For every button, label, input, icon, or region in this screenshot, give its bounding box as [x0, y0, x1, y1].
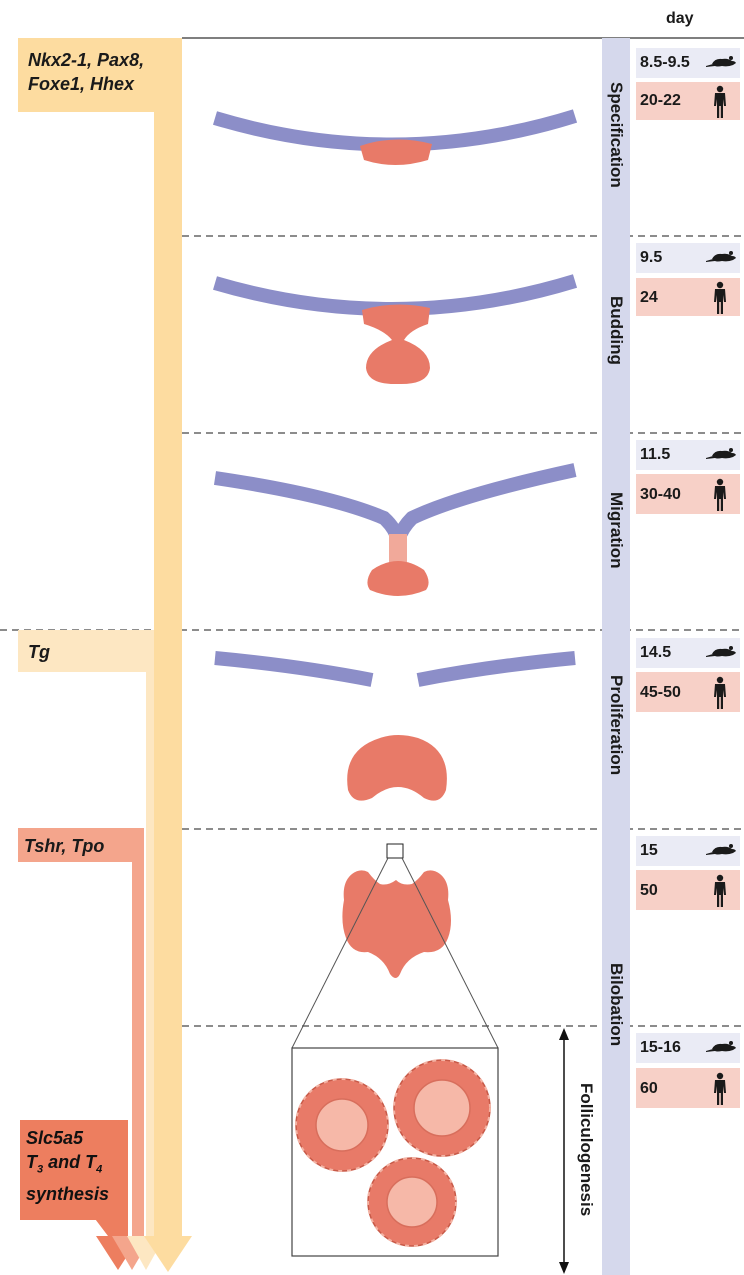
gene-label-2: Tg [28, 640, 50, 664]
mouse-day: 15 [640, 841, 658, 861]
human-day: 20-22 [640, 91, 681, 111]
mouse-day: 14.5 [640, 643, 671, 663]
gene-label-4: Slc5a5 T3 and T4 synthesis [26, 1126, 109, 1206]
human-day: 45-50 [640, 683, 681, 703]
mouse-day: 9.5 [640, 248, 662, 268]
human-day: 30-40 [640, 485, 681, 505]
follicle-3 [368, 1158, 456, 1246]
specification-illustration [215, 116, 575, 165]
stage-label-proliferation: Proliferation [602, 650, 630, 800]
human-day: 60 [640, 1079, 658, 1099]
follicle-2 [394, 1060, 490, 1156]
gene-label-3: Tshr, Tpo [24, 834, 104, 858]
day-rows [636, 48, 740, 1108]
bilobation-illustration [292, 844, 498, 1048]
human-day: 24 [640, 288, 658, 308]
folliculogenesis-label: Folliculogenesis [572, 1040, 600, 1260]
human-icon [714, 86, 726, 1105]
stage-label-budding: Budding [602, 280, 630, 380]
day-header: day [666, 10, 694, 28]
budding-illustration [215, 281, 575, 384]
double-arrow-icon [559, 1028, 569, 1274]
follicle-inset [292, 1048, 498, 1256]
human-day: 50 [640, 881, 658, 901]
mouse-day: 15-16 [640, 1038, 681, 1058]
stage-label-migration: Migration [602, 470, 630, 590]
mouse-day: 11.5 [640, 445, 670, 465]
proliferation-illustration [215, 658, 575, 801]
mouse-day: 8.5-9.5 [640, 53, 690, 73]
gene-label-1: Nkx2-1, Pax8, Foxe1, Hhex [28, 48, 144, 96]
migration-illustration [215, 470, 575, 596]
stage-label-bilobation: Bilobation [602, 910, 630, 1100]
stage-label-specification: Specification [602, 60, 630, 210]
follicle-1 [296, 1079, 388, 1171]
